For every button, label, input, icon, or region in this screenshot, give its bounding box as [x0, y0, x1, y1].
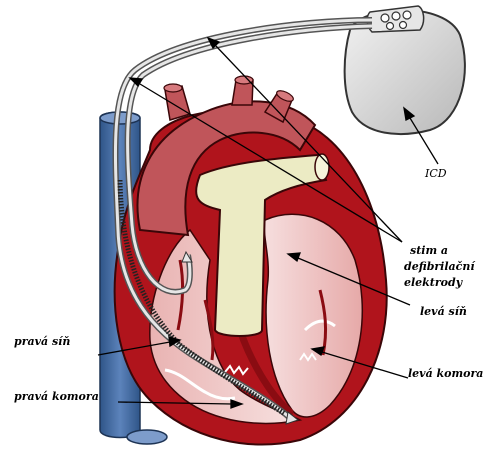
label-left-ventricle: levá komora	[408, 367, 483, 380]
septum	[236, 326, 294, 416]
label-electrodes-3: elektrody	[404, 276, 464, 289]
electrode-leads	[112, 17, 373, 425]
label-electrodes-2: defibrilační	[404, 260, 476, 273]
annotation-arrows	[97, 36, 439, 409]
aorta	[136, 100, 317, 237]
mitral-valve	[303, 319, 336, 332]
label-icd: ICD	[424, 167, 447, 180]
pulmonary-artery	[195, 153, 328, 337]
label-left-atrium: levá síň	[420, 305, 467, 318]
label-right-atrium: pravá síň	[14, 335, 70, 348]
icd-device	[343, 5, 466, 135]
tricuspid-valve	[164, 368, 236, 401]
heart	[113, 75, 388, 446]
label-electrodes-1: stim a	[410, 244, 448, 257]
defibrillation-coil	[117, 179, 287, 417]
label-right-ventricle: pravá komora	[14, 390, 99, 403]
left-chamber	[263, 213, 364, 418]
